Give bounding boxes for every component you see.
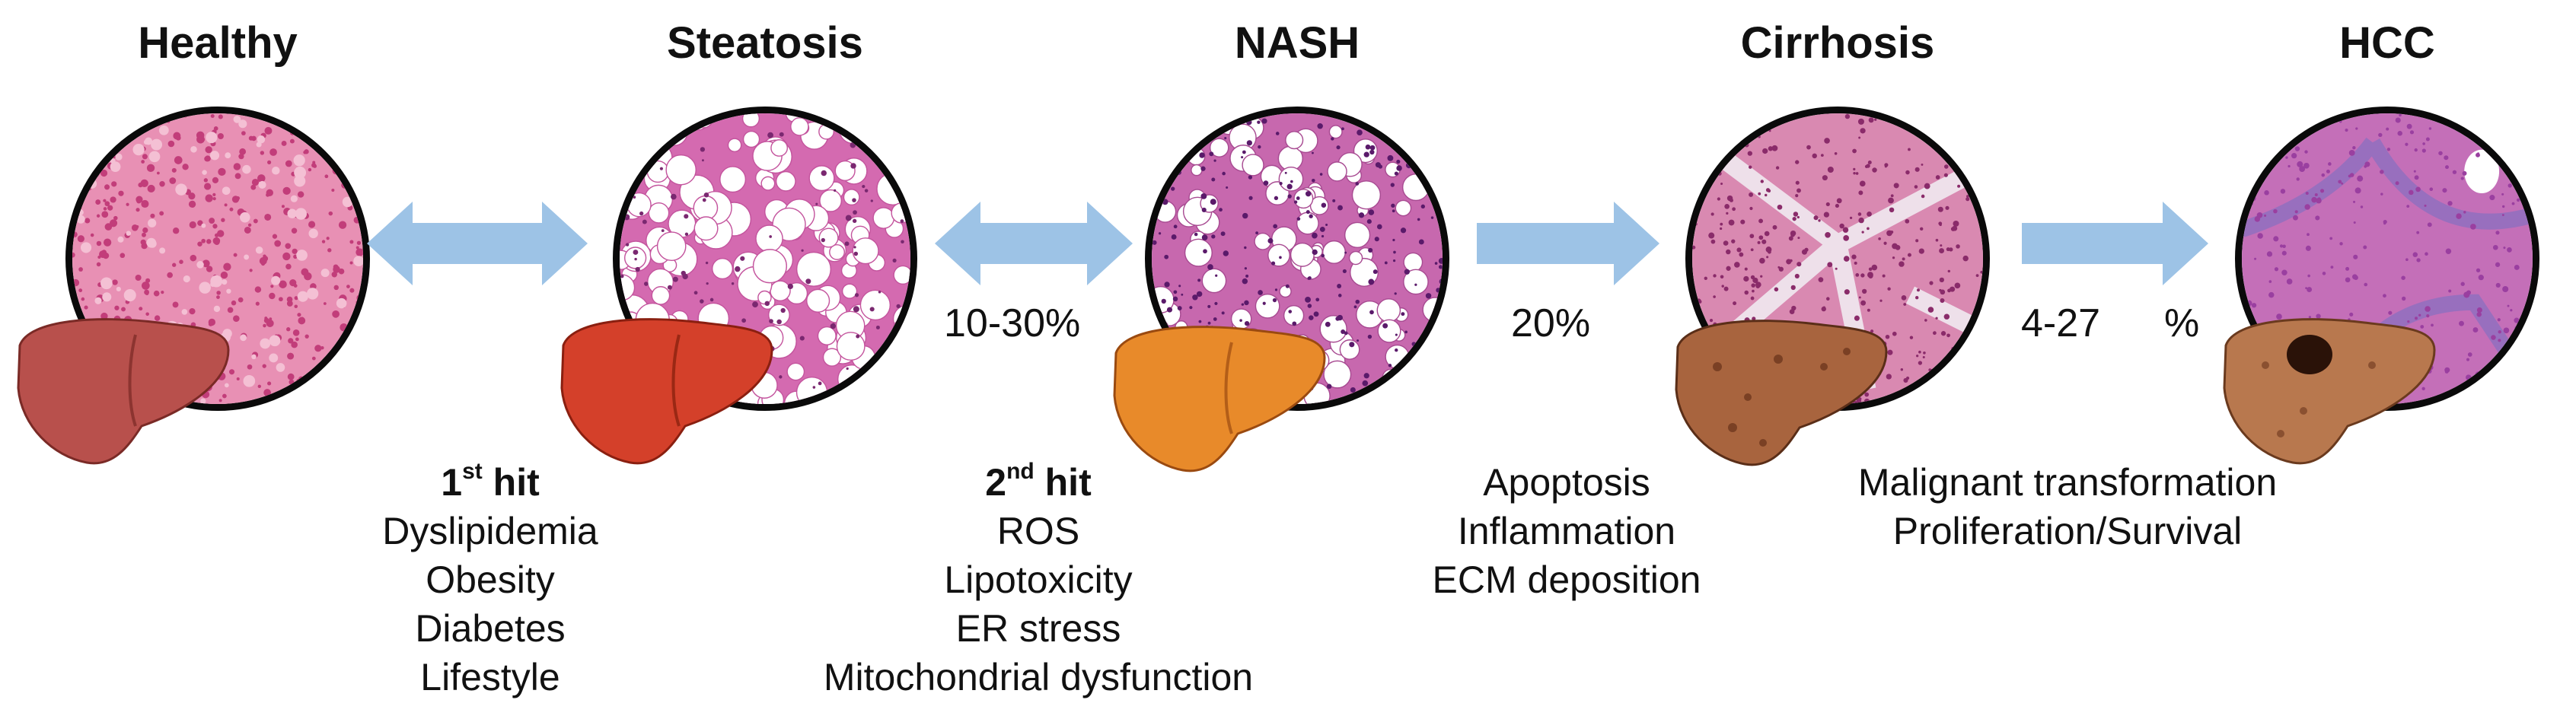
stage-title-nash: NASH xyxy=(1234,18,1360,68)
percent-cirrhosis-to-hcc: 4-27 xyxy=(2021,301,2101,345)
first-hit-line: Dyslipidemia xyxy=(382,510,598,552)
first-hit-line: Lifestyle xyxy=(420,656,560,698)
percent-nash-to-cirrhosis: 20% xyxy=(1511,301,1591,345)
liver-steatosis-icon xyxy=(557,312,778,472)
second-hit-line: ROS xyxy=(996,510,1080,552)
first-hit-line: Obesity xyxy=(426,558,555,601)
stage-title-steatosis: Steatosis xyxy=(667,18,863,68)
second-hit-heading: 2nd hit xyxy=(985,459,1092,504)
fibrosis-line: ECM deposition xyxy=(1432,558,1701,601)
arrow-steatosis-nash xyxy=(935,202,1133,285)
liver-nash-icon xyxy=(1110,320,1331,479)
stage-title-cirrhosis: Cirrhosis xyxy=(1740,18,1935,68)
arrow-cirrhosis-hcc xyxy=(2022,202,2208,285)
liver-healthy-icon xyxy=(14,312,234,472)
caption-first-hit: 1st hit Dyslipidemia Obesity Diabetes Li… xyxy=(224,458,757,702)
fibrosis-line: Inflammation xyxy=(1457,510,1676,552)
stage-title-healthy: Healthy xyxy=(138,18,298,68)
cancer-line: Malignant transformation xyxy=(1857,461,2278,504)
stage-title-hcc: HCC xyxy=(2339,18,2435,68)
cancer-line: Proliferation/Survival xyxy=(1892,510,2243,552)
caption-cancer: Malignant transformation Proliferation/S… xyxy=(1778,458,2357,555)
caption-second-hit: 2nd hit ROS Lipotoxicity ER stress Mitoc… xyxy=(772,458,1305,702)
arrow-nash-cirrhosis xyxy=(1477,202,1659,285)
arrow-healthy-steatosis xyxy=(367,202,588,285)
fibrosis-line: Apoptosis xyxy=(1483,461,1650,504)
liver-hcc-icon xyxy=(2220,312,2441,472)
percent-cirrhosis-to-hcc-unit: % xyxy=(2164,301,2200,345)
second-hit-line: Mitochondrial dysfunction xyxy=(823,656,1254,698)
caption-fibrosis: Apoptosis Inflammation ECM deposition xyxy=(1300,458,1833,604)
percent-steatosis-to-nash: 10-30% xyxy=(944,301,1081,345)
first-hit-heading: 1st hit xyxy=(441,459,540,504)
second-hit-line: ER stress xyxy=(955,607,1121,650)
second-hit-line: Lipotoxicity xyxy=(944,558,1133,601)
first-hit-line: Diabetes xyxy=(415,607,566,650)
liver-cirrhosis-icon xyxy=(1672,313,1892,473)
